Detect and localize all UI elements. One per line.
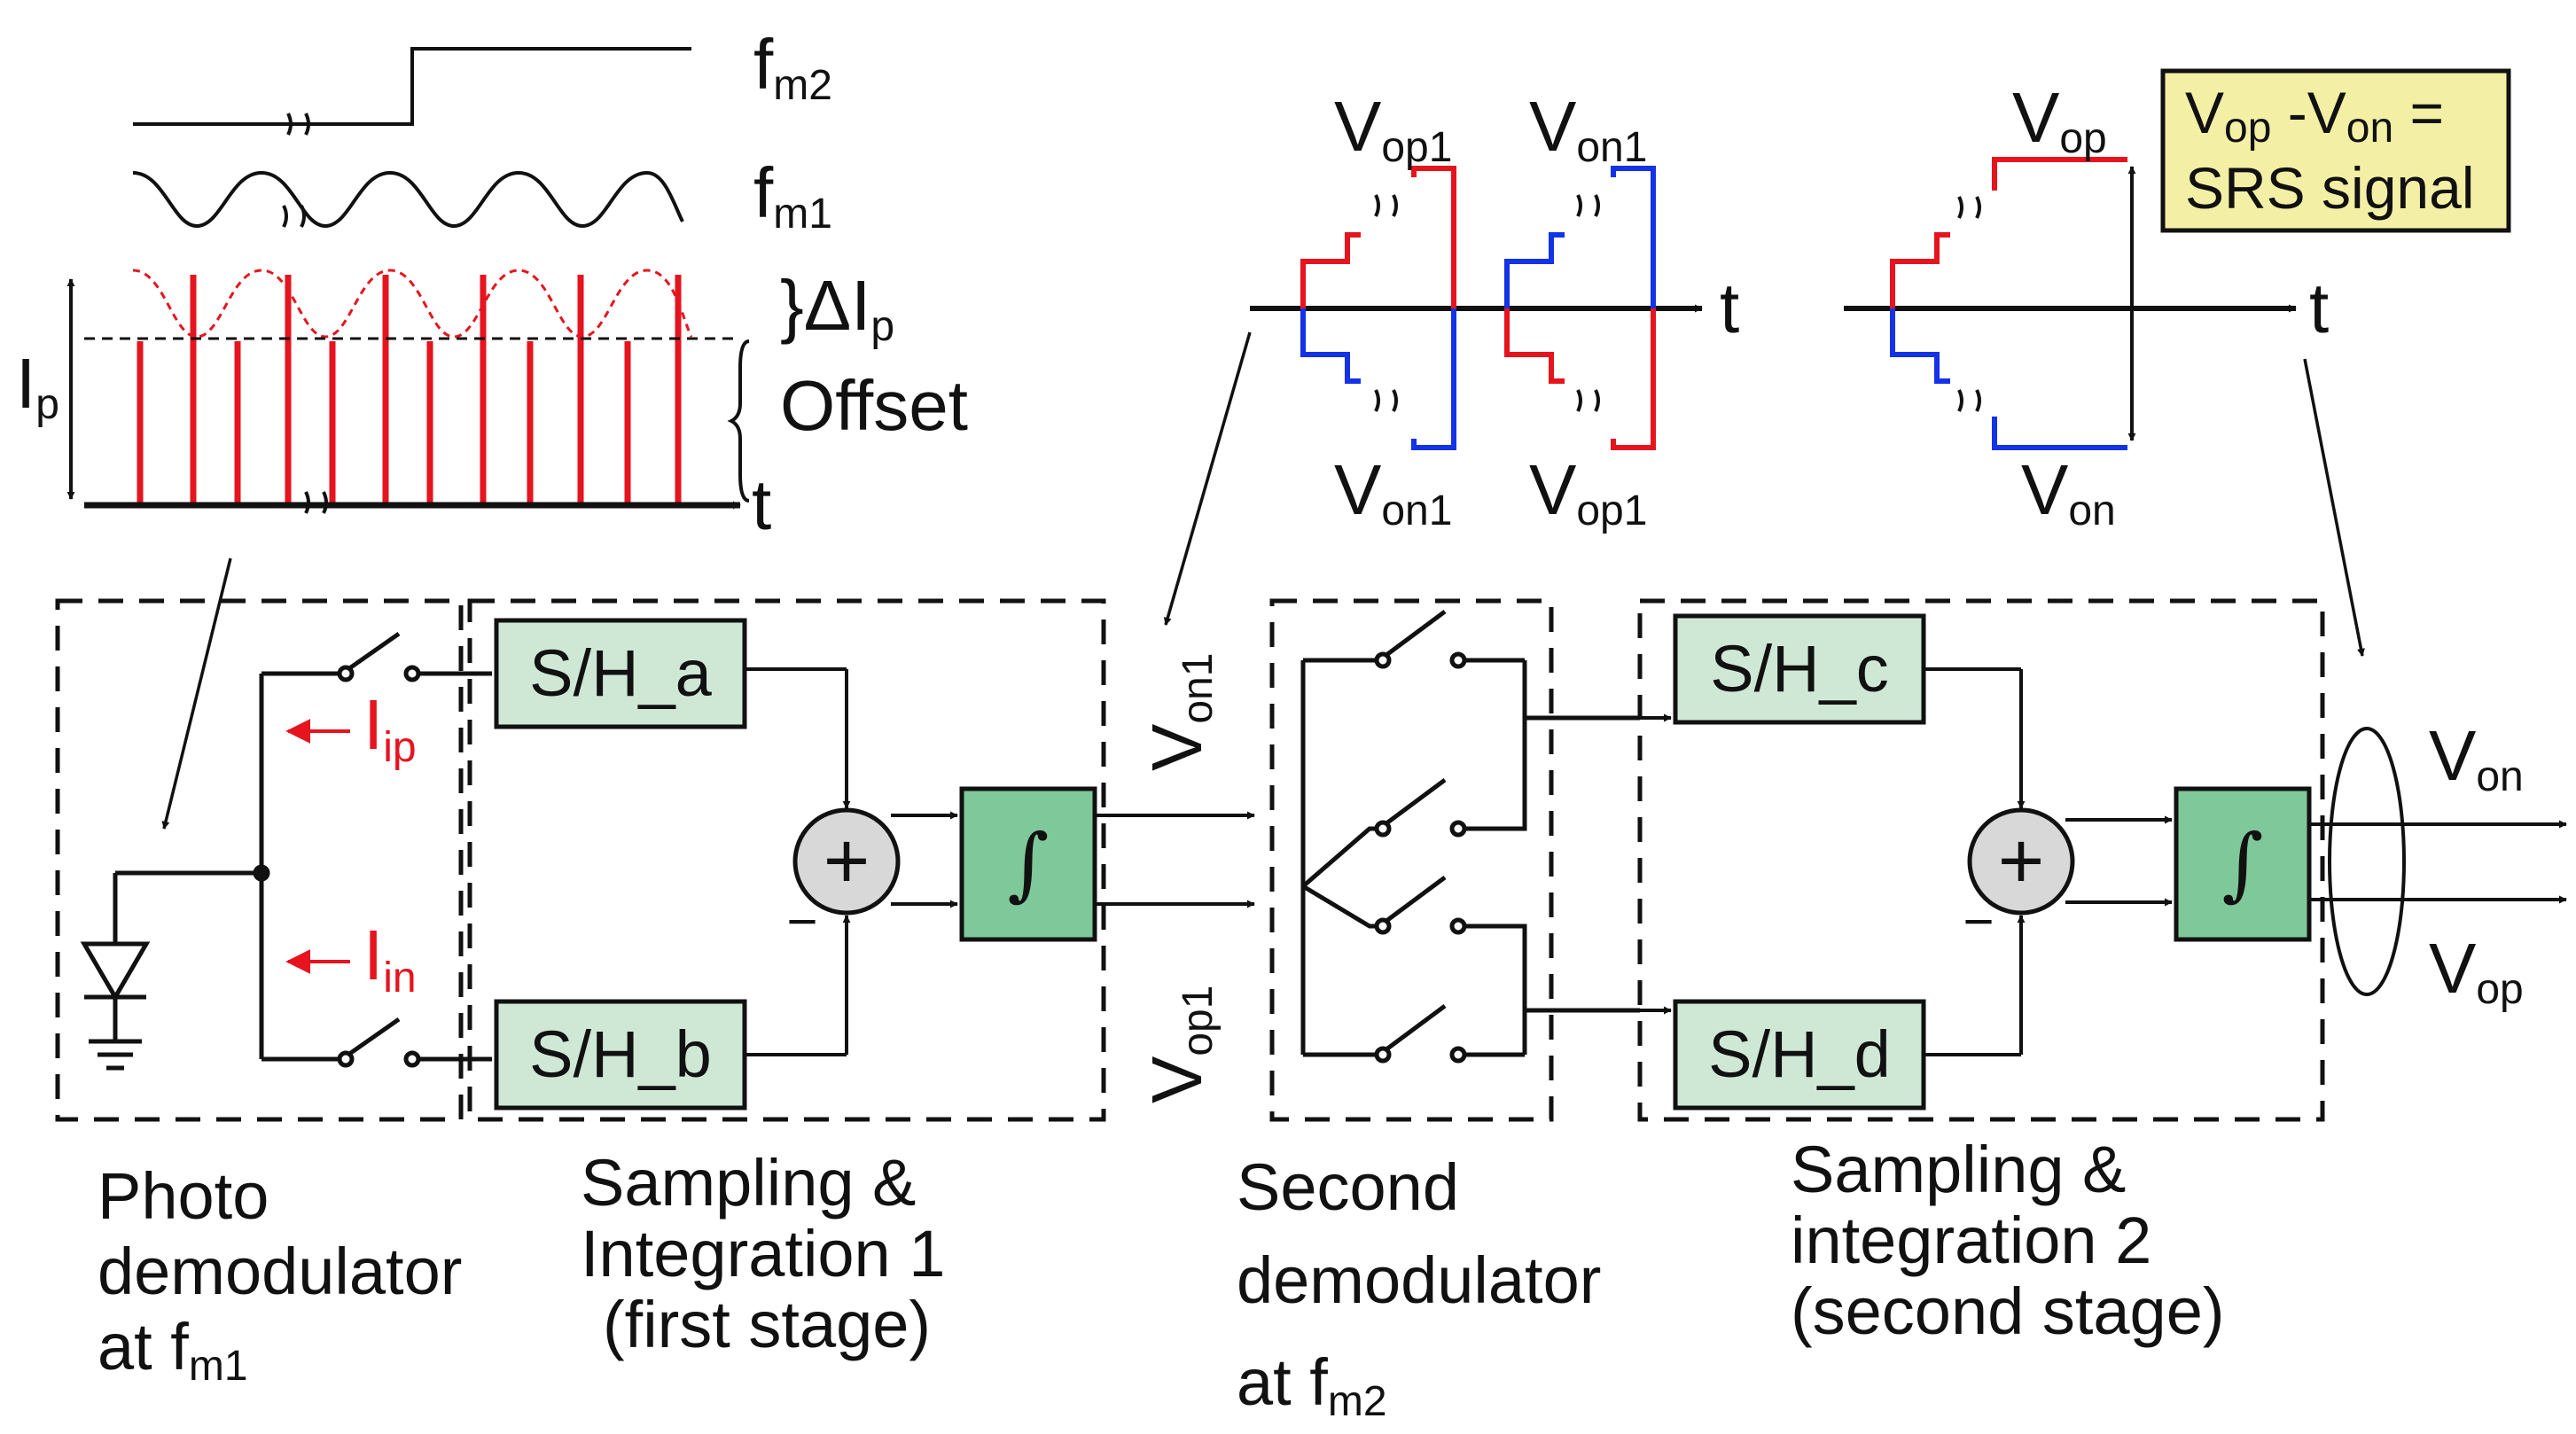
- differential-output-ellipse: [2328, 727, 2406, 996]
- sh-b-block: S/H_b: [494, 999, 747, 1111]
- srs-note-line2: SRS signal: [2185, 155, 2475, 221]
- pointer-arrow-timing1-to-stage1: [1163, 331, 1252, 626]
- sh-c-block: S/H_c: [1673, 613, 1926, 725]
- photo-demodulator-box: [55, 598, 464, 1122]
- pointer-arrow-timing2-to-output: [2303, 358, 2365, 657]
- srs-note: Vop -Von = SRS signal: [2160, 68, 2511, 233]
- svg-text:Integration 1: Integration 1: [581, 1217, 945, 1290]
- vop-output-label: Vop: [2429, 929, 2524, 1013]
- input-waveforms: [132, 47, 691, 229]
- svg-text:Sampling &: Sampling &: [1791, 1133, 2126, 1206]
- offset-label: Offset: [780, 366, 968, 445]
- von1-signal-label: Von1: [1137, 653, 1222, 771]
- timing1-von1-bottom-label: Von1: [1334, 450, 1452, 534]
- summer-2-minus: −: [1963, 892, 1994, 951]
- timing2-waveforms: [1890, 157, 2127, 450]
- second-demodulator-box: [1269, 598, 1554, 1122]
- sh-a-label: S/H_a: [529, 636, 713, 710]
- iip-label: Iip: [363, 685, 417, 771]
- fm2-label: fm2: [753, 25, 832, 109]
- fm1-label: fm1: [753, 153, 832, 238]
- timing1-waveforms: [1300, 166, 1656, 450]
- von-output-label: Von: [2429, 716, 2524, 800]
- stage2-box: [1637, 598, 2325, 1122]
- timing1-break-marks: [1374, 194, 1600, 412]
- integrator-1-symbol: ∫: [1008, 817, 1050, 910]
- sh-d-label: S/H_d: [1708, 1017, 1891, 1091]
- svg-text:at fm1: at fm1: [98, 1310, 248, 1390]
- svg-text:(first stage): (first stage): [603, 1288, 931, 1361]
- stage1-box: [467, 598, 1106, 1122]
- timing2-von-label: Von: [2021, 450, 2116, 534]
- iin-label: Iin: [363, 916, 417, 1001]
- summer-1-plus: +: [824, 817, 870, 906]
- timing1-vop1-bottom-label: Vop1: [1529, 450, 1647, 534]
- svg-text:Sampling &: Sampling &: [581, 1146, 916, 1220]
- stage1-wiring: [745, 667, 1255, 1056]
- timing1-t-label: t: [1720, 269, 1739, 347]
- fm1-waveform: [132, 170, 684, 229]
- svg-text:demodulator: demodulator: [98, 1235, 462, 1308]
- caption-stage2: Sampling & integration 2 (second stage): [1791, 1133, 2225, 1348]
- sh-b-label: S/H_b: [529, 1017, 712, 1091]
- integrator-2: ∫: [2174, 786, 2312, 942]
- second-demod-switches: [1300, 609, 1640, 1064]
- caption-photo: Photo demodulator at fm1: [98, 1159, 462, 1390]
- waveform-t-label: t: [752, 465, 771, 544]
- fm2-waveform: [133, 47, 691, 126]
- timing2-vop-label: Vop: [2012, 78, 2107, 162]
- svg-text:at fm2: at fm2: [1237, 1345, 1387, 1425]
- timing1-vop1-top-label: Vop1: [1334, 87, 1452, 171]
- integrator-2-symbol: ∫: [2222, 817, 2264, 910]
- ip-label: Ip: [16, 344, 59, 428]
- sh-d-block: S/H_d: [1673, 999, 1926, 1111]
- timing1-von1-top-label: Von1: [1529, 87, 1647, 171]
- caption-second-demod: Second demodulator at fm2: [1237, 1150, 1601, 1425]
- stage-boxes: [55, 598, 2325, 1122]
- summer-2-plus: +: [1998, 817, 2045, 906]
- pointer-arrow-waveform-to-photodemod: [161, 557, 232, 830]
- caption-stage1: Sampling & Integration 1 (first stage): [581, 1146, 945, 1361]
- svg-text:integration 2: integration 2: [1791, 1204, 2151, 1277]
- timing2-break-marks: [1957, 196, 1981, 412]
- svg-text:demodulator: demodulator: [1237, 1243, 1601, 1317]
- svg-text:Second: Second: [1237, 1150, 1459, 1224]
- timing2-t-label: t: [2309, 269, 2329, 347]
- sh-a-block: S/H_a: [494, 618, 747, 729]
- srs-note-line1: Vop -Von =: [2185, 80, 2444, 152]
- summer-1: + −: [786, 807, 901, 951]
- photocurrent-pulses: [137, 275, 682, 503]
- photo-switches: [337, 631, 492, 1068]
- vop1-signal-label: Vop1: [1137, 986, 1222, 1103]
- photodiode: [80, 671, 341, 1071]
- svg-text:(second stage): (second stage): [1791, 1274, 2225, 1348]
- sh-c-label: S/H_c: [1710, 632, 1889, 705]
- offset-brace: [727, 339, 750, 503]
- second-demod-outputs: [1538, 713, 1672, 1015]
- ip-envelope: [132, 269, 693, 339]
- integrator-1: ∫: [959, 786, 1097, 942]
- stage2-wiring: [1924, 667, 2567, 1056]
- svg-text:Photo: Photo: [98, 1159, 269, 1233]
- delta-ip-label: }ΔIp: [780, 266, 894, 350]
- summer-1-minus: −: [786, 892, 817, 951]
- summer-2: + −: [1963, 807, 2075, 951]
